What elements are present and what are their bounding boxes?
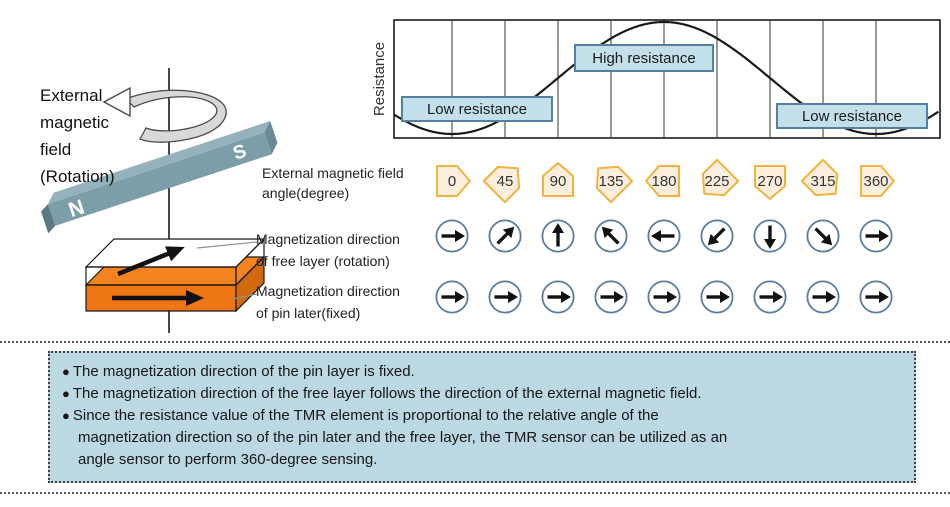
external-field-caption: External magnetic field (Rotation) (40, 82, 115, 190)
angle-tag: 90 (536, 159, 580, 203)
angle-row-label-line: External magnetic field (262, 165, 404, 181)
note-text: angle sensor to perform 360-degree sensi… (78, 451, 378, 468)
angle-tag-value: 360 (863, 172, 889, 190)
pin-layer-row-label-line: Magnetization direction (256, 283, 400, 299)
free-layer-direction-arrow-icon (434, 218, 470, 259)
pin-layer-direction-arrow-icon (434, 279, 470, 320)
dotted-separator-top (0, 341, 950, 343)
rotating-magnet-illustration: N S (41, 68, 278, 333)
angle-tag-pentagon-icon (542, 162, 574, 197)
note-text: The magnetization direction of the free … (72, 385, 702, 402)
angle-tag-pentagon-icon (483, 165, 521, 203)
magnet-south-label: S (231, 141, 250, 165)
free-layer-direction-arrow-icon (540, 218, 576, 259)
rotation-arrowhead-icon (102, 86, 131, 118)
bullet-icon: ● (62, 364, 70, 379)
free-layer-direction-arrow-icon (752, 218, 788, 259)
angle-tag: 225 (695, 159, 739, 203)
note-line: ●The magnetization direction of the pin … (62, 361, 904, 383)
annotation-high-resistance: High resistance (574, 44, 714, 72)
angle-tag: 360 (854, 159, 898, 203)
bar-magnet: N S (41, 121, 278, 234)
y-axis-label: Resistance (371, 41, 388, 117)
angle-tag-pentagon-icon (595, 165, 633, 203)
note-text: magnetization direction so of the pin la… (78, 429, 728, 446)
angle-tag: 45 (483, 159, 527, 203)
annotation-low-resistance-left: Low resistance (401, 96, 553, 122)
angle-tag-value: 90 (549, 172, 567, 190)
pin-layer-direction-arrow-icon (805, 279, 841, 320)
angle-tag-value: 270 (757, 172, 783, 190)
free-layer-arrow-icon (117, 246, 185, 277)
notes-list: ●The magnetization direction of the pin … (62, 361, 904, 471)
free-layer-direction-arrow-icon (487, 218, 523, 259)
angle-tag: 315 (801, 159, 845, 203)
magnet-north-label: N (66, 195, 88, 222)
angle-tag-pentagon-icon (645, 165, 680, 197)
angle-tag-value: 45 (496, 172, 514, 190)
pin-layer-direction-arrow-icon (646, 279, 682, 320)
pin-layer-direction-arrow-icon (858, 279, 894, 320)
pin-layer-direction-arrow-icon (593, 279, 629, 320)
angle-tag-pentagon-icon (860, 165, 895, 197)
resistance-curve (393, 20, 940, 136)
notes-box: ●The magnetization direction of the pin … (48, 351, 916, 483)
angle-tag: 0 (430, 159, 474, 203)
dotted-separator-bottom (0, 492, 950, 494)
free-layer-direction-arrow-icon (805, 218, 841, 259)
angle-tag-pentagon-icon (436, 165, 471, 197)
caption-line: External (40, 86, 103, 105)
pin-layer-direction-arrow-icon (487, 279, 523, 320)
pin-layer-leader-line (232, 293, 258, 300)
angle-tag-value: 315 (810, 172, 836, 190)
free-layer-direction-arrow-icon (858, 218, 894, 259)
angle-tag-value: 0 (447, 172, 457, 190)
free-layer-direction-arrow-icon (699, 218, 735, 259)
angle-tag-value: 180 (651, 172, 677, 190)
note-text: Since the resistance value of the TMR el… (72, 407, 659, 424)
pin-layer-direction-arrow-icon (699, 279, 735, 320)
rotation-ribbon-icon (124, 89, 227, 143)
free-layer-row-label-line: Magnetization direction (256, 231, 400, 247)
angle-row-label-line: angle(degree) (262, 185, 350, 201)
caption-line: (Rotation) (40, 167, 115, 186)
angle-tag-pentagon-icon (701, 159, 739, 197)
bullet-icon: ● (62, 408, 70, 423)
pin-layer-arrow-icon (112, 290, 204, 306)
note-text: The magnetization direction of the pin l… (72, 363, 415, 380)
resistance-vs-angle-chart (393, 19, 941, 139)
note-line: ●Since the resistance value of the TMR e… (62, 405, 904, 427)
angle-tag-pentagon-icon (801, 159, 839, 197)
note-line: ●The magnetization direction of the free… (62, 383, 904, 405)
free-layer-leader-line (196, 241, 258, 249)
annotation-low-resistance-right: Low resistance (776, 103, 928, 129)
angle-tag: 135 (589, 159, 633, 203)
angle-tag: 270 (748, 159, 792, 203)
angle-row-label: External magnetic field angle(degree) (262, 163, 404, 203)
free-layer-row-label: Magnetization direction of free layer (r… (256, 228, 400, 272)
angle-tag-value: 225 (704, 172, 730, 190)
angle-tag-value: 135 (598, 172, 624, 190)
caption-line: magnetic (40, 113, 109, 132)
caption-line: field (40, 140, 72, 159)
pin-layer-direction-arrow-icon (752, 279, 788, 320)
free-layer-row-label-line: of free layer (rotation) (256, 253, 390, 269)
free-layer-direction-arrow-icon (646, 218, 682, 259)
angle-tag-pentagon-icon (754, 165, 786, 200)
bullet-icon: ● (62, 386, 70, 401)
note-line: angle sensor to perform 360-degree sensi… (62, 449, 904, 471)
note-line: magnetization direction so of the pin la… (62, 427, 904, 449)
pin-layer-row-label: Magnetization direction of pin later(fix… (256, 280, 400, 324)
pin-layer-direction-arrow-icon (540, 279, 576, 320)
angle-tag: 180 (642, 159, 686, 203)
free-layer-direction-arrow-icon (593, 218, 629, 259)
pin-layer-row-label-line: of pin later(fixed) (256, 305, 361, 321)
plot-border (393, 19, 941, 139)
